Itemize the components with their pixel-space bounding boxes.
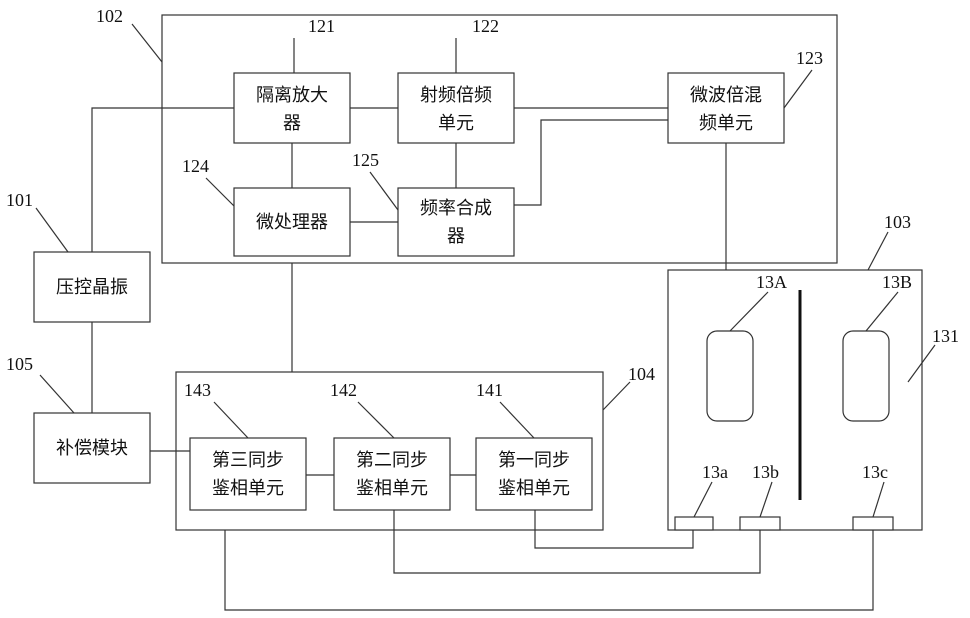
port-13a xyxy=(675,517,713,530)
cell-13A xyxy=(707,331,753,421)
ref-143: 143 xyxy=(184,380,211,400)
port-13c xyxy=(853,517,893,530)
line-13c-to-module104 xyxy=(225,530,873,610)
microwave-mixer-label-l1: 微波倍混 xyxy=(690,85,762,106)
leader-102 xyxy=(132,24,162,62)
ref-121: 121 xyxy=(308,16,335,36)
phase-unit-1-label-l1: 第一同步 xyxy=(498,450,570,471)
ref-13c: 13c xyxy=(862,462,888,482)
microwave-mixer-label-l2: 频单元 xyxy=(699,113,753,134)
leader-103 xyxy=(868,232,888,270)
phase-unit-2-box xyxy=(334,438,450,510)
leader-101 xyxy=(36,208,68,252)
phase-unit-2-label-l1: 第二同步 xyxy=(356,450,428,471)
phase-unit-1-box xyxy=(476,438,592,510)
phase-unit-3-box xyxy=(190,438,306,510)
ref-131: 131 xyxy=(932,326,959,346)
ref-101: 101 xyxy=(6,190,33,210)
ref-123: 123 xyxy=(796,48,823,68)
ref-104: 104 xyxy=(628,364,655,384)
cell-13B xyxy=(843,331,889,421)
ref-13A: 13A xyxy=(756,272,787,292)
freq-synth-label-l2: 器 xyxy=(447,226,465,247)
vcxo-label: 压控晶振 xyxy=(56,277,128,298)
compensation-label: 补偿模块 xyxy=(56,438,128,459)
isolation-amp-label-l1: 隔离放大 xyxy=(256,85,328,106)
ref-103: 103 xyxy=(884,212,911,232)
phase-unit-1-label-l2: 鉴相单元 xyxy=(498,478,570,499)
phase-unit-3-label-l1: 第三同步 xyxy=(212,450,284,471)
microprocessor-label: 微处理器 xyxy=(256,212,328,233)
ref-125: 125 xyxy=(352,150,379,170)
ref-102: 102 xyxy=(96,6,123,26)
ref-142: 142 xyxy=(330,380,357,400)
rf-multiplier-label-l1: 射频倍频 xyxy=(420,85,492,106)
rf-multiplier-label-l2: 单元 xyxy=(438,113,474,134)
port-13b xyxy=(740,517,780,530)
ref-13a: 13a xyxy=(702,462,728,482)
phase-unit-2-label-l2: 鉴相单元 xyxy=(356,478,428,499)
ref-141: 141 xyxy=(476,380,503,400)
leader-105 xyxy=(40,375,74,413)
ref-105: 105 xyxy=(6,354,33,374)
ref-13B: 13B xyxy=(882,272,912,292)
isolation-amp-label-l2: 器 xyxy=(283,113,301,134)
freq-synth-label-l1: 频率合成 xyxy=(420,198,492,219)
ref-122: 122 xyxy=(472,16,499,36)
phase-unit-3-label-l2: 鉴相单元 xyxy=(212,478,284,499)
leader-104 xyxy=(603,382,630,410)
ref-13b: 13b xyxy=(752,462,779,482)
ref-124: 124 xyxy=(182,156,209,176)
